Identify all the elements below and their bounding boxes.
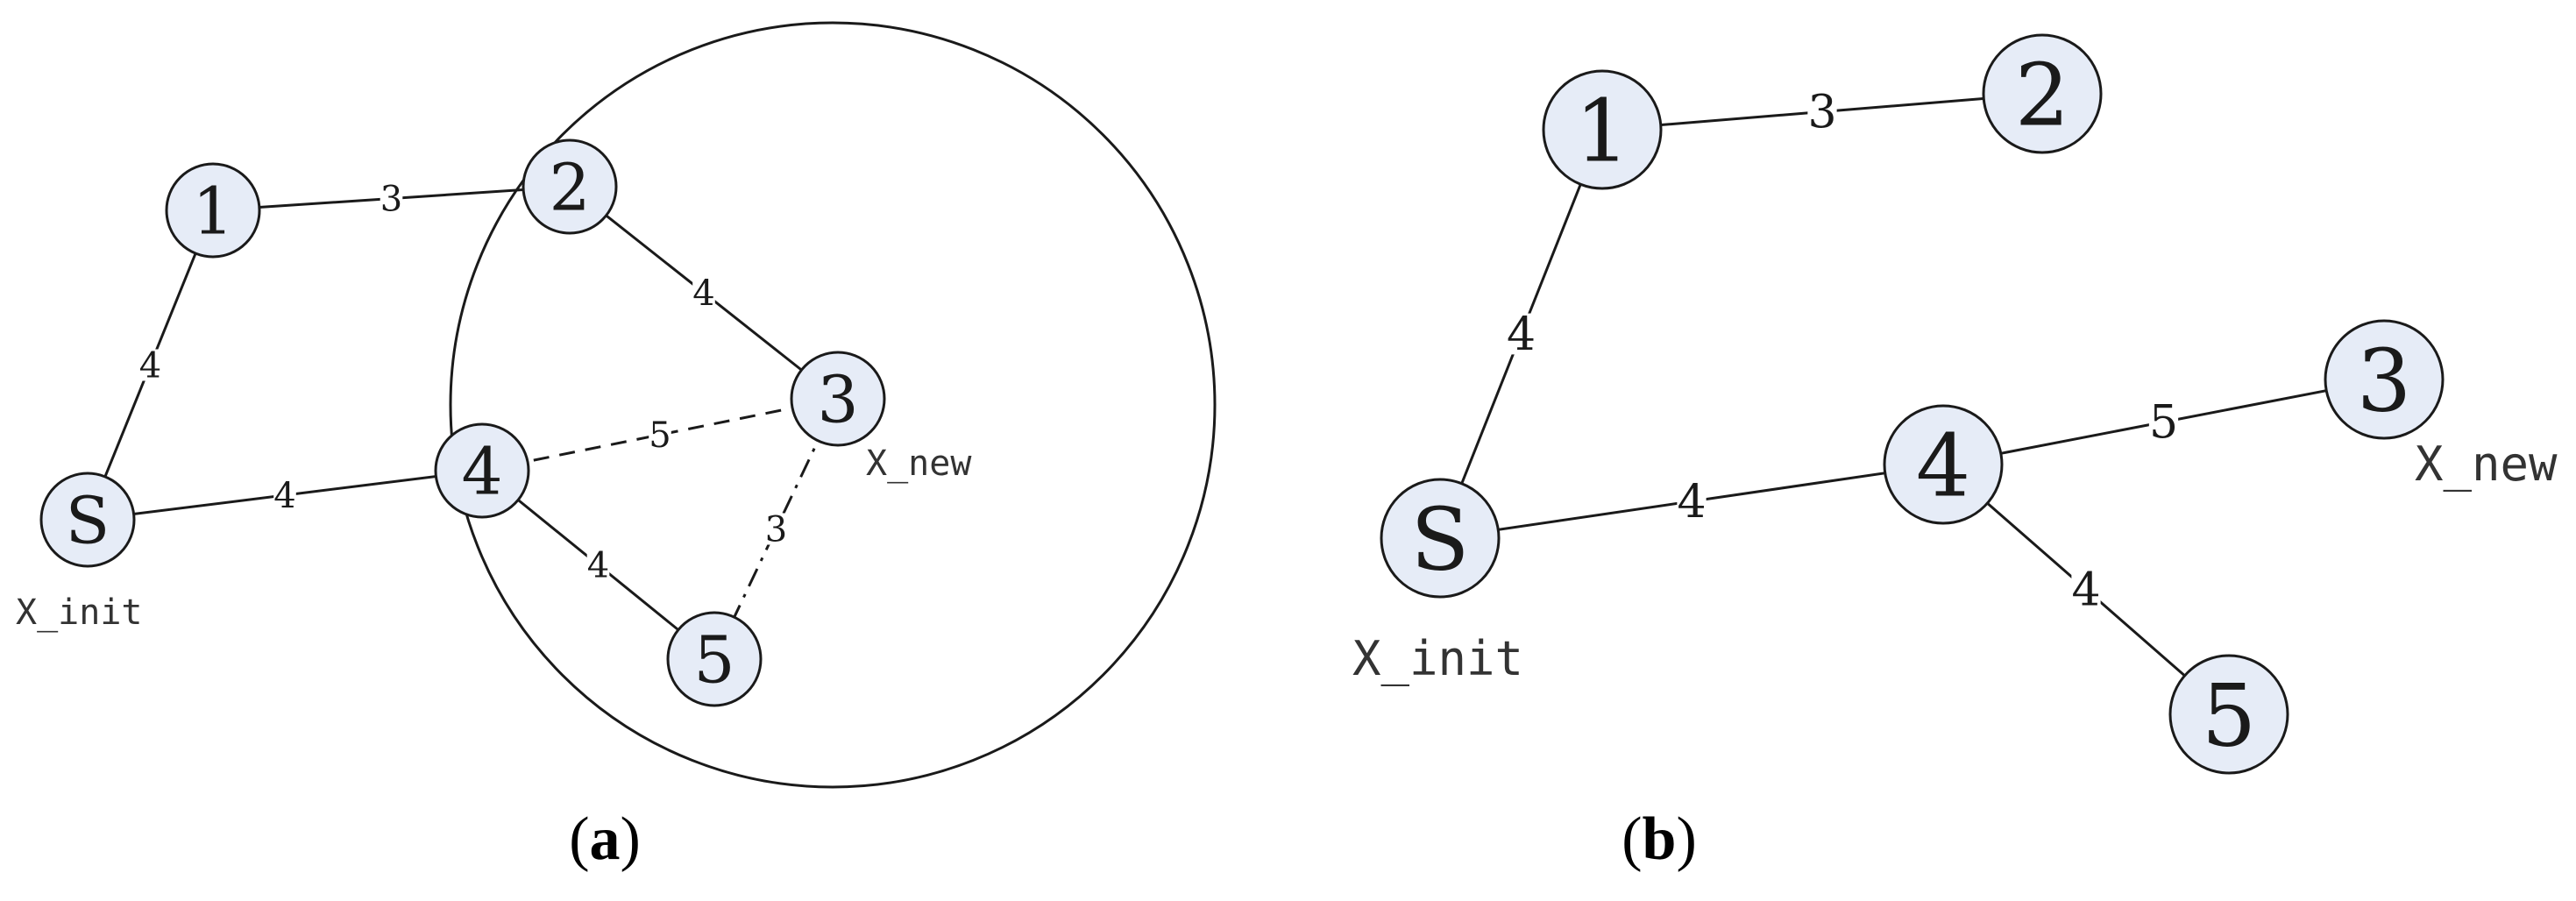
caption-close: ) [621,805,641,873]
edge-weight-1-2: 3 [1807,87,1836,139]
annotation-x-init: X_init [16,592,143,633]
edge-weight-S-1: 4 [1507,309,1536,361]
edge-label-backing [586,549,610,581]
node-circle [1982,33,2103,154]
node-label: 4 [1916,416,1970,516]
node-4: 4 [434,422,530,519]
caption-letter: b [1643,805,1677,873]
node-S: S [39,472,136,568]
node-circle [666,611,763,707]
node-label: 3 [2357,331,2411,431]
edge-weight-5-3: 3 [765,510,787,550]
node-circle [165,162,261,259]
edge-label-backing [1506,313,1536,355]
edge-label-backing [2148,401,2179,443]
node-circle [2324,319,2445,440]
edge-weight-4-3: 5 [649,415,671,456]
node-4: 4 [1883,404,2004,525]
node-label: 2 [549,151,590,226]
edge-weight-1-2: 3 [380,180,402,220]
node-circle [522,138,618,235]
caption-close: ) [1676,805,1696,873]
node-1: 1 [1542,69,1663,190]
node-circle [1883,404,2004,525]
caption-open: ( [1622,805,1642,873]
node-circle [434,422,530,519]
node-1: 1 [165,162,261,259]
node-5: 5 [666,611,763,707]
edge-weight-2-3: 4 [692,273,714,314]
caption-letter: a [590,805,621,873]
edge-weight-4-5: 4 [2071,564,2100,617]
panel-caption-b: (b) [1622,805,1697,873]
neighborhood-circle [449,21,1217,789]
edge-4-3 [481,397,839,472]
annotation-x-new: X_new [2415,436,2558,492]
edge-weight-4-3: 5 [2149,397,2178,450]
node-label: S [66,484,110,559]
node-label: 5 [693,623,734,699]
node-circle [790,351,886,447]
edge-label-backing [1677,480,1707,522]
node-S: S [1380,478,1501,599]
node-label: 5 [2202,666,2256,766]
node-circle [1380,478,1501,599]
node-2: 2 [522,138,618,235]
edge-label-backing [764,513,788,545]
edge-label-backing [1807,91,1837,132]
node-5: 5 [2168,654,2289,775]
annotation-x-init: X_init [1352,631,1523,686]
edge-weight-S-4: 4 [1677,476,1706,529]
node-label: 1 [192,174,233,250]
node-circle [1542,69,1663,190]
edge-label-backing [380,182,403,215]
node-label: 1 [1575,82,1629,181]
edge-label-backing [273,479,296,511]
edge-5-3 [713,398,840,660]
node-label: 3 [817,363,858,438]
edge-weight-S-1: 4 [139,346,161,387]
node-label: 2 [2015,46,2069,145]
caption-open: ( [569,805,589,873]
edge-label-backing [138,349,162,381]
edge-label-backing [692,277,715,309]
annotation-x-new: X_new [866,443,972,484]
edge-label-backing [649,419,671,450]
node-3: 3 [790,351,886,447]
edge-weight-4-5: 4 [587,546,609,586]
node-3: 3 [2324,319,2445,440]
edge-label-backing [2071,569,2101,610]
node-circle [2168,654,2289,775]
node-label: S [1410,490,1469,590]
node-label: 4 [461,435,502,510]
edge-weight-S-4: 4 [273,476,295,516]
node-2: 2 [1982,33,2103,154]
node-circle [39,472,136,568]
panel-caption-a: (a) [569,805,641,873]
